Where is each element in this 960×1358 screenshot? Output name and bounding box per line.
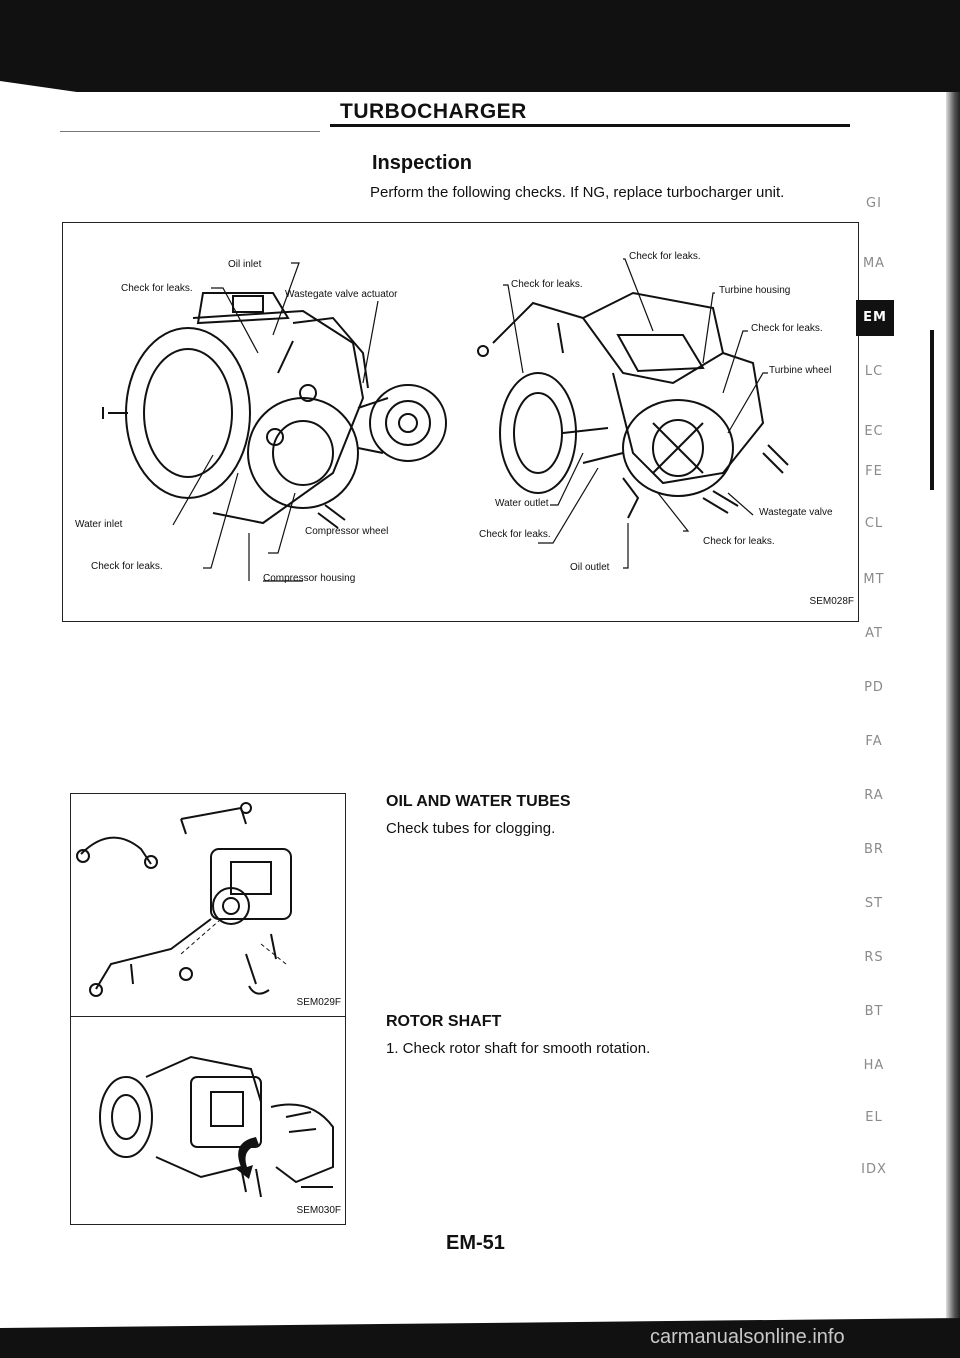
- callout-water-outlet: Water outlet: [495, 498, 549, 509]
- tab-bt[interactable]: BT: [864, 1004, 884, 1019]
- callout-check-leaks: Check for leaks.: [91, 561, 163, 572]
- callout-check-leaks: Check for leaks.: [511, 279, 583, 290]
- callout-check-leaks: Check for leaks.: [121, 283, 193, 294]
- callout-wastegate-valve: Wastegate valve: [759, 507, 833, 518]
- callout-compressor-housing: Compressor housing: [263, 573, 356, 584]
- section-title: TURBOCHARGER: [340, 100, 527, 123]
- main-figure-turbocharger: Oil inlet Check for leaks. Wastegate val…: [62, 222, 859, 622]
- figure-rotor-shaft: SEM030F: [70, 1016, 346, 1225]
- tab-fe[interactable]: FE: [865, 464, 883, 479]
- tab-pd[interactable]: PD: [864, 680, 884, 695]
- callout-turbine-housing: Turbine housing: [719, 285, 791, 296]
- tab-rs[interactable]: RS: [864, 950, 884, 965]
- callout-check-leaks: Check for leaks.: [703, 536, 775, 547]
- tab-cl[interactable]: CL: [864, 516, 884, 531]
- callout-oil-outlet: Oil outlet: [570, 562, 610, 573]
- figure-oil-water-tubes: SEM029F: [70, 793, 346, 1017]
- tab-ra[interactable]: RA: [864, 788, 884, 803]
- rotor-shaft-heading: ROTOR SHAFT: [386, 1013, 502, 1030]
- figure-code: SEM030F: [296, 1205, 341, 1216]
- oil-water-tubes-illustration: [76, 802, 292, 997]
- tab-mt[interactable]: MT: [863, 572, 885, 587]
- inspection-heading: Inspection: [372, 152, 473, 174]
- tab-em[interactable]: EM: [856, 300, 894, 336]
- turbocharger-illustration: [102, 258, 789, 582]
- tab-el[interactable]: EL: [865, 1110, 883, 1125]
- figure-code: SEM028F: [809, 596, 854, 607]
- inspection-intro: Perform the following checks. If NG, rep…: [370, 184, 785, 201]
- callout-check-leaks: Check for leaks.: [629, 251, 701, 262]
- tab-gi[interactable]: GI: [866, 196, 882, 211]
- tab-ha[interactable]: HA: [863, 1058, 885, 1073]
- top-black-bar: [0, 0, 960, 92]
- edge-marker: [930, 330, 934, 490]
- callout-compressor-wheel: Compressor wheel: [305, 526, 389, 537]
- page-number: EM-51: [446, 1232, 505, 1254]
- tab-st[interactable]: ST: [864, 896, 884, 911]
- header-rule-left: [60, 131, 320, 132]
- tab-fa[interactable]: FA: [865, 734, 883, 749]
- oil-water-text: Check tubes for clogging.: [386, 820, 556, 837]
- header-rule: [330, 124, 850, 127]
- callout-check-leaks: Check for leaks.: [479, 529, 551, 540]
- figure-code: SEM029F: [296, 997, 341, 1008]
- tab-ec[interactable]: EC: [864, 424, 884, 439]
- callout-turbine-wheel: Turbine wheel: [769, 365, 832, 376]
- page-edge-shadow: [946, 92, 960, 1318]
- watermark: carmanualsonline.info: [650, 1326, 845, 1348]
- tab-at[interactable]: AT: [865, 626, 883, 641]
- tab-lc[interactable]: LC: [864, 364, 884, 379]
- rotor-shaft-illustration: [99, 1055, 334, 1198]
- tab-br[interactable]: BR: [864, 842, 884, 857]
- callout-oil-inlet: Oil inlet: [228, 259, 262, 270]
- tab-ma[interactable]: MA: [862, 256, 886, 271]
- oil-water-heading: OIL AND WATER TUBES: [386, 793, 571, 810]
- tab-idx[interactable]: IDX: [861, 1162, 887, 1177]
- callout-wastegate-actuator: Wastegate valve actuator: [285, 289, 398, 300]
- callout-water-inlet: Water inlet: [75, 519, 123, 530]
- rotor-shaft-text: 1. Check rotor shaft for smooth rotation…: [386, 1040, 651, 1057]
- callout-check-leaks: Check for leaks.: [751, 323, 823, 334]
